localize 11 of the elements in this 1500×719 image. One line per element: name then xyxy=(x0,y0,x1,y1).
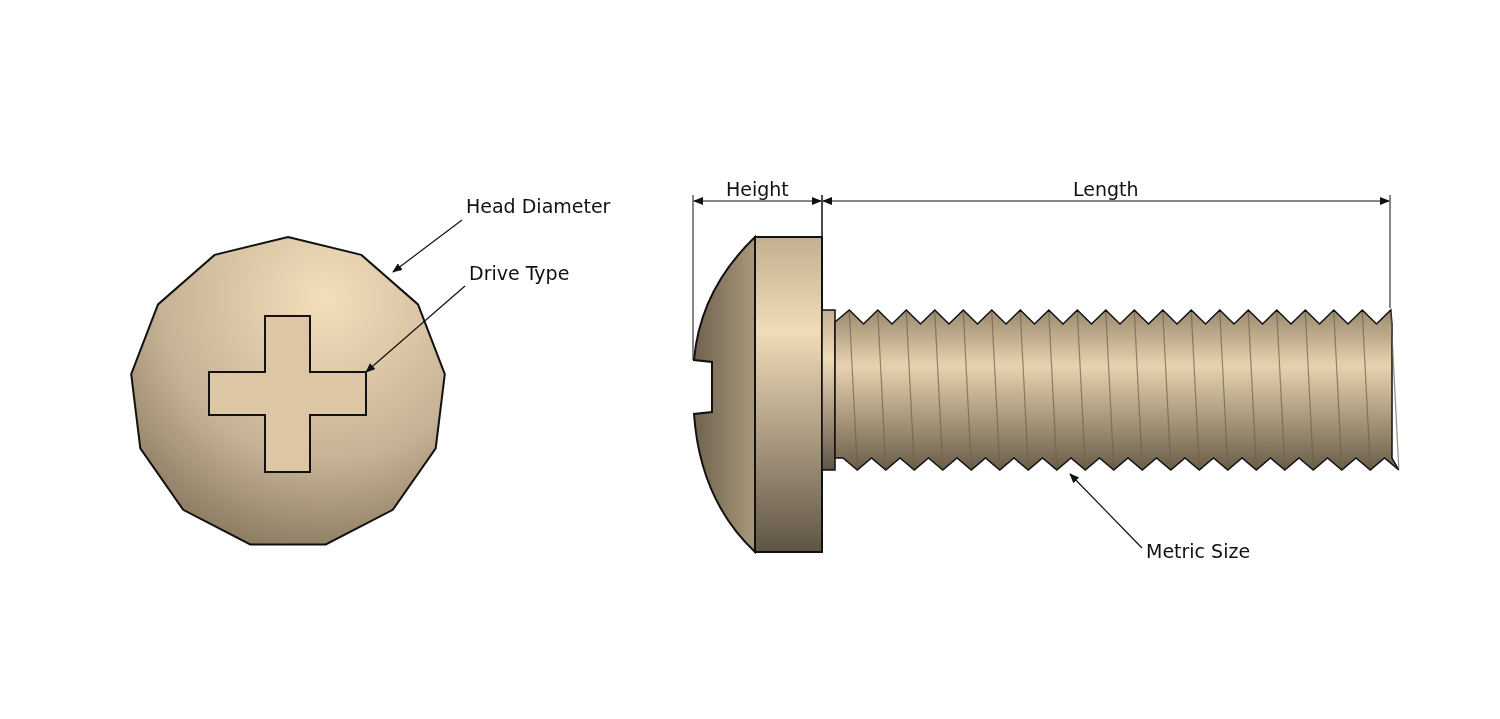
part-label: Drive Type xyxy=(469,261,570,285)
cross-recess xyxy=(208,315,367,473)
leader-line xyxy=(392,219,463,273)
part-label: Head Diameter xyxy=(466,194,611,218)
dimension-label: Height xyxy=(726,177,789,201)
part-label: Metric Size xyxy=(1146,539,1251,563)
screw-thread-drawing xyxy=(834,308,1400,471)
leader-line xyxy=(1069,473,1143,549)
screw-head-end-view-drawing xyxy=(130,235,446,546)
dimension-label: Length xyxy=(1073,177,1139,201)
leader-line xyxy=(365,285,466,373)
